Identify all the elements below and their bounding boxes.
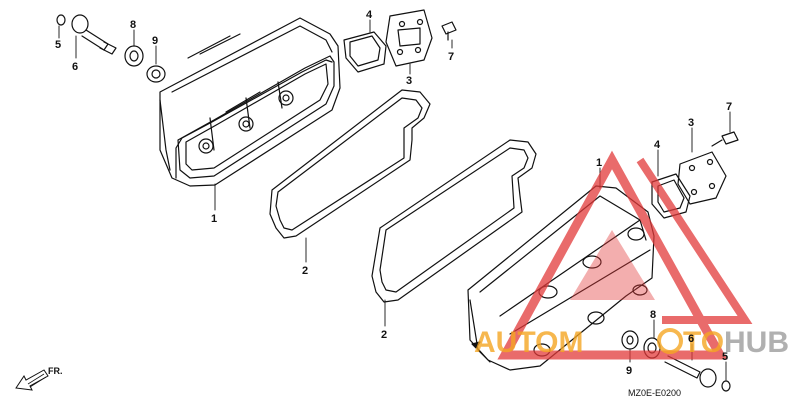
callout-9-right: 9 xyxy=(626,365,632,377)
watermark-triangle-right xyxy=(636,157,753,324)
watermark-text: AUTOM TO HUB xyxy=(474,326,789,359)
left-head-cover xyxy=(159,17,341,187)
washer-5-left xyxy=(56,14,66,26)
watermark-triangle-left xyxy=(497,150,728,360)
watermark-text-part3: HUB xyxy=(724,326,789,359)
callout-7-left: 7 xyxy=(448,51,454,63)
plate-gasket-4-right xyxy=(651,173,691,219)
callout-3-left: 3 xyxy=(406,75,412,87)
watermark-logo xyxy=(497,150,753,360)
callout-1-left: 1 xyxy=(211,213,217,225)
watermark-inner-triangle xyxy=(570,230,655,300)
callout-labels: 5 6 8 9 4 3 7 1 2 2 1 4 3 7 8 9 6 5 xyxy=(55,9,732,377)
left-gasket xyxy=(269,89,431,239)
screw-7-right xyxy=(711,131,739,147)
callout-8-right: 8 xyxy=(650,309,656,321)
front-direction-label: FR. xyxy=(48,366,63,376)
cover-plate-3-right xyxy=(677,151,727,205)
callout-7-right: 7 xyxy=(726,101,732,113)
callout-8-left: 8 xyxy=(130,19,136,31)
callout-9-left: 9 xyxy=(152,35,158,47)
grommet-9-right xyxy=(621,330,639,350)
grommet-9-left xyxy=(146,65,166,83)
callout-2-left: 2 xyxy=(302,265,308,277)
callout-6-right: 6 xyxy=(688,333,694,345)
callout-2-right: 2 xyxy=(381,329,387,341)
diagram-code: MZ0E-E0200 xyxy=(628,388,681,398)
seal-8-left xyxy=(124,45,144,67)
callout-1-right: 1 xyxy=(596,157,602,169)
cover-plate-3-left xyxy=(385,9,433,67)
callout-3-right: 3 xyxy=(688,117,694,129)
callout-6-left: 6 xyxy=(72,61,78,73)
bolt-6-right xyxy=(664,355,717,388)
callout-4-right: 4 xyxy=(654,139,661,151)
plate-gasket-4-left xyxy=(343,31,387,73)
callout-5-left: 5 xyxy=(55,39,61,51)
right-head-cover xyxy=(467,185,655,371)
bolt-6-left xyxy=(71,14,117,55)
callout-5-right: 5 xyxy=(722,351,728,363)
front-arrow-icon xyxy=(15,369,49,391)
watermark-text-part1: AUTOM xyxy=(474,326,583,359)
callout-4-left: 4 xyxy=(366,9,373,21)
watermark-text-part2: TO xyxy=(683,326,724,359)
washer-5-right xyxy=(721,380,731,392)
watermark-o-ring xyxy=(657,328,683,354)
front-direction-indicator: FR. xyxy=(15,366,63,391)
screw-7-left xyxy=(441,21,457,41)
right-gasket xyxy=(371,139,537,303)
